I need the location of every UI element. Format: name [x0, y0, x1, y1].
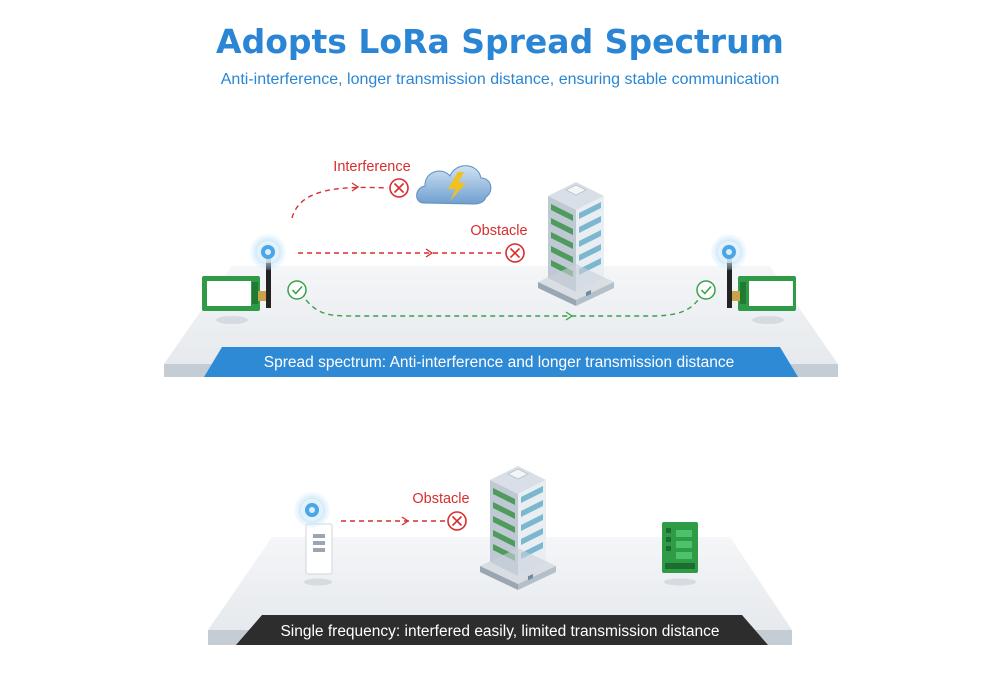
right-signal-icon: [711, 234, 747, 270]
spread-spectrum-path: [305, 299, 699, 317]
left-check-icon: [287, 280, 307, 300]
top-building-icon: [537, 181, 615, 307]
remote-signal-icon: [294, 492, 330, 528]
page-title: Adopts LoRa Spread Spectrum: [216, 22, 784, 61]
top-obstacle-label: Obstacle: [470, 223, 527, 239]
top-banner-text: Spread spectrum: Anti-interference and l…: [264, 354, 734, 371]
interference-path: [291, 186, 389, 219]
receiver-board-icon: [662, 522, 698, 586]
bottom-obstacle-cross-icon: [447, 511, 467, 531]
obstacle-cross-icon: [505, 243, 525, 263]
left-signal-icon: [250, 234, 286, 270]
left-lora-module: [202, 258, 271, 324]
top-panel: Spread spectrum: Anti-interference and l…: [164, 159, 838, 377]
interference-cross-icon: [389, 178, 409, 198]
bottom-platform: [208, 537, 792, 630]
bottom-panel: Single frequency: interfered easily, lim…: [208, 465, 792, 645]
bottom-obstacle-label: Obstacle: [412, 491, 469, 507]
right-check-icon: [696, 280, 716, 300]
bottom-building-icon: [479, 465, 557, 591]
remote-control-icon: [304, 523, 333, 586]
cloud-lightning-icon: [416, 165, 492, 205]
top-banner: [204, 347, 798, 377]
interference-label: Interference: [333, 159, 410, 175]
page-subtitle: Anti-interference, longer transmission d…: [220, 71, 780, 88]
right-lora-module: [727, 258, 796, 324]
top-platform: [164, 266, 838, 364]
bottom-banner: [236, 615, 768, 645]
bottom-banner-text: Single frequency: interfered easily, lim…: [280, 623, 719, 640]
